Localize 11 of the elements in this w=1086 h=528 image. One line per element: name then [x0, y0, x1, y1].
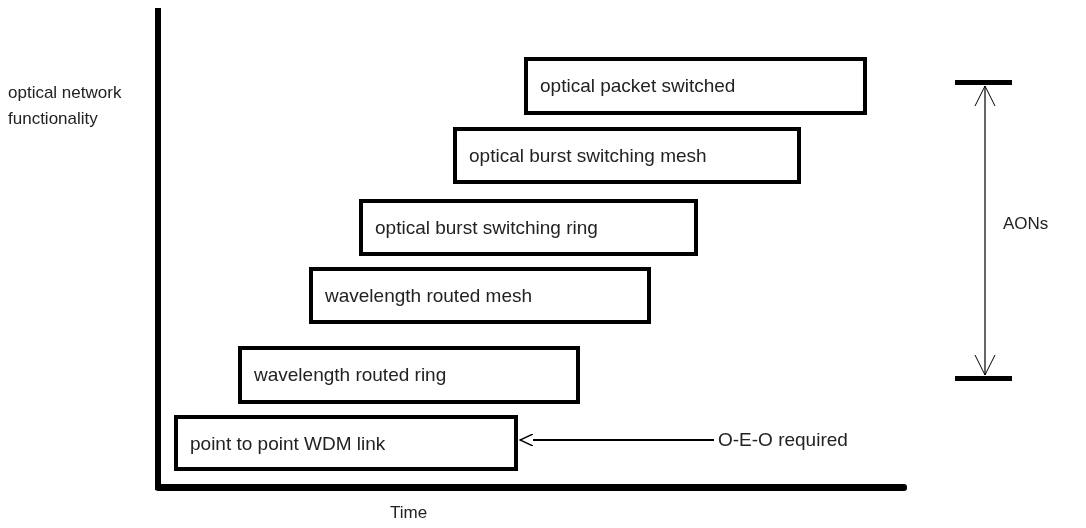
axis-label: Time: [390, 503, 428, 523]
note-text: O-E-O required: [718, 429, 848, 451]
stage-box: wavelength routed mesh: [309, 267, 651, 324]
axis-label: optical network functionality: [8, 82, 123, 130]
stage-box: optical burst switching mesh: [453, 127, 801, 184]
arrow: [519, 433, 715, 447]
stage-box: point to point WDM link: [174, 415, 518, 471]
stage-box: optical burst switching ring: [359, 199, 698, 256]
dimension-label: AONs: [1003, 214, 1049, 234]
stage-box: optical packet switched: [524, 57, 867, 115]
stage-box: wavelength routed ring: [238, 346, 580, 404]
